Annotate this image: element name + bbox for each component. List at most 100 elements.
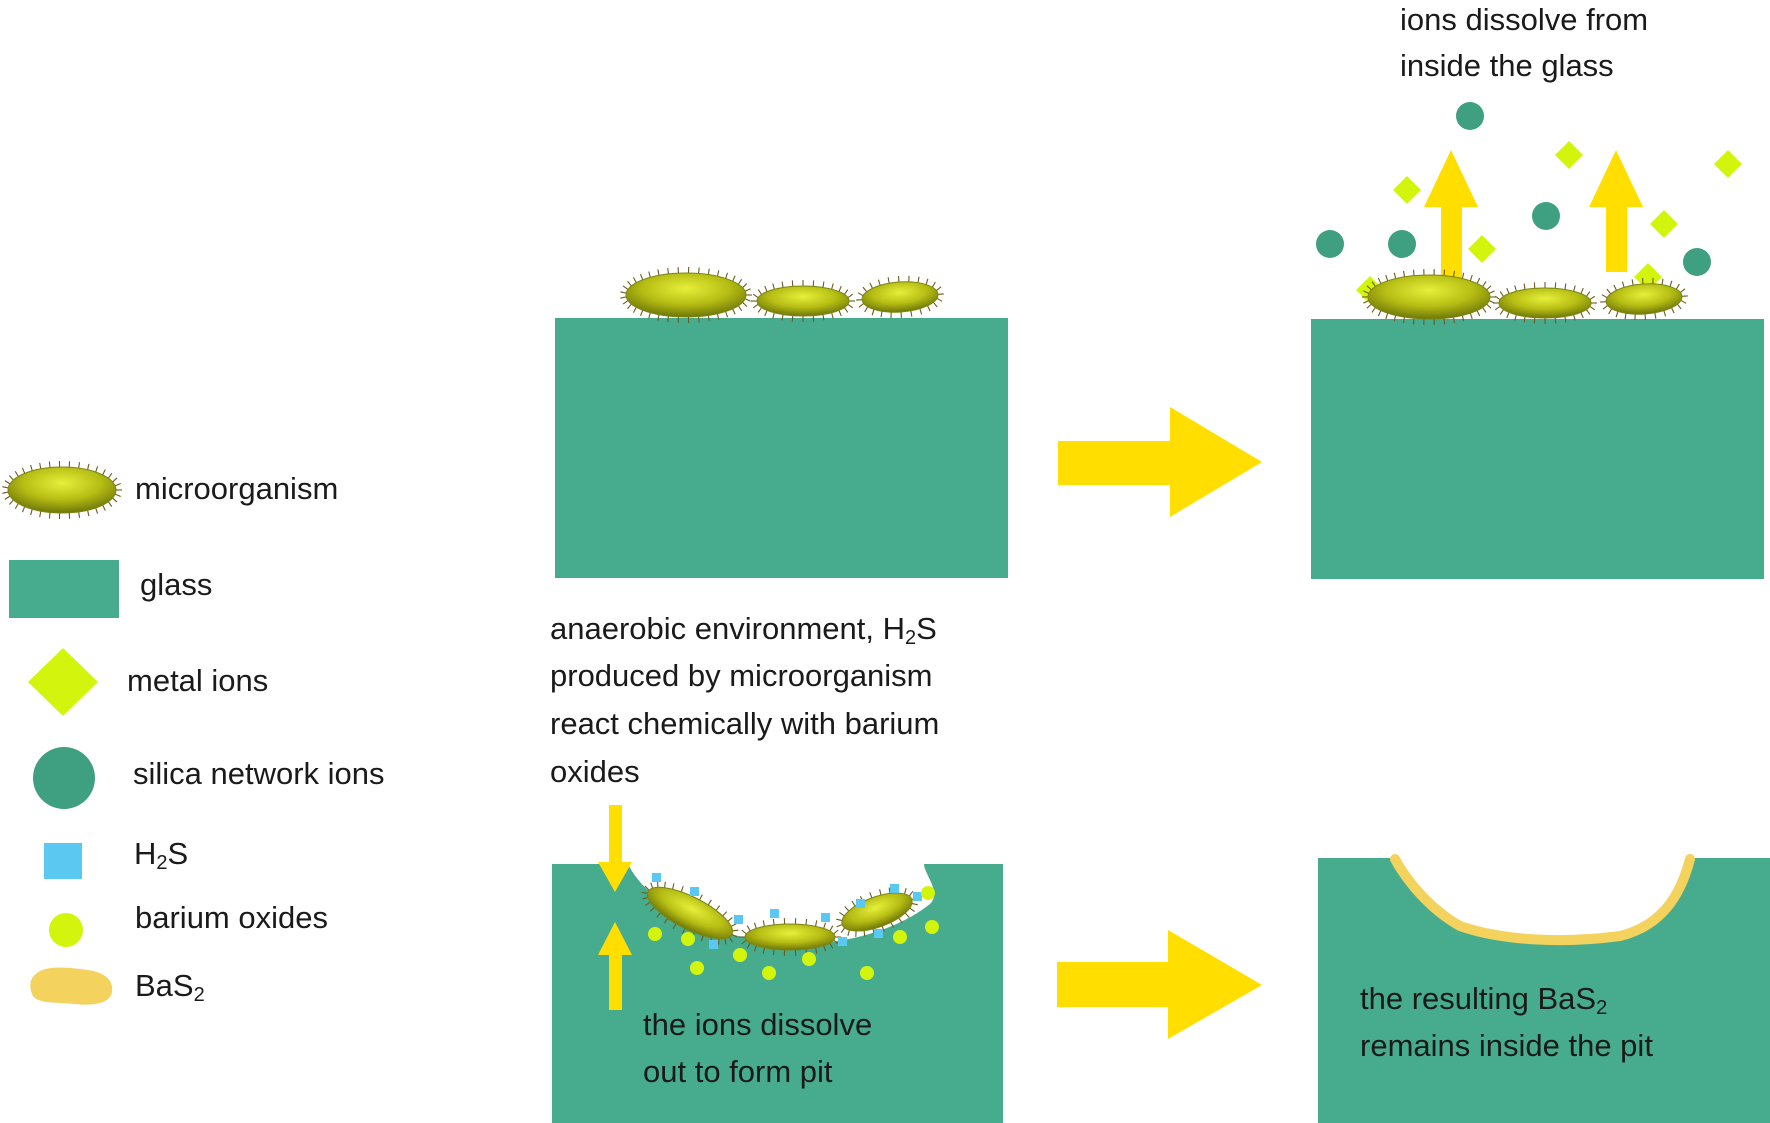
microorganism-3b (739, 918, 841, 956)
microorganism-hair (667, 267, 669, 275)
arrow-right-bottom (1057, 930, 1262, 1039)
barium-oxide (681, 932, 695, 946)
microorganism-hair (1486, 303, 1492, 309)
microorganism-hair (1652, 277, 1654, 284)
microorganism-hair (1523, 316, 1526, 323)
microorganism-hair (102, 469, 106, 476)
h2s-molecule (856, 899, 865, 908)
microorganism-hair (909, 907, 915, 912)
microorganism-hair (741, 929, 747, 935)
microorganism-hair (757, 289, 763, 295)
microorganism-hair (1669, 280, 1673, 287)
microorganism-hair (731, 933, 738, 938)
glass-block-2 (1311, 319, 1764, 579)
microorganism-hair (95, 466, 99, 473)
h2s-molecule (838, 937, 847, 946)
arrow-up-out-of-pit (598, 922, 632, 1010)
microorganism-hair (1602, 305, 1608, 310)
microorganism-hair (908, 275, 910, 282)
microorganism-body (841, 892, 913, 932)
microorganism-hair (764, 310, 768, 317)
microorganism-hair (752, 293, 759, 299)
microorganism-hair (1486, 285, 1492, 291)
microorganism-hair (663, 918, 669, 924)
microorganism-hair (838, 285, 842, 292)
legend-label-bas2: BaS2 (135, 968, 205, 1006)
microorganism-hair (880, 311, 883, 318)
microorganism-hair (707, 315, 710, 322)
microorganism-hair (847, 929, 850, 936)
microorganism-hair (672, 923, 677, 930)
microorganism-hair (642, 896, 649, 900)
microorganism-hair (890, 312, 892, 319)
microorganism-hair (644, 885, 650, 891)
microorganism-hair (757, 307, 763, 313)
microorganism-hair (1469, 274, 1473, 281)
microorganism-hair (1499, 291, 1505, 297)
microorganism-body (646, 886, 734, 940)
microorganism-hair (707, 899, 712, 906)
microorganism-hair (1366, 303, 1372, 309)
microorganism-hair (772, 918, 775, 925)
microorganism-hair (1621, 281, 1625, 288)
microorganism-hair (112, 477, 118, 483)
microorganism-hair (746, 942, 751, 949)
microorganism-body (1498, 287, 1592, 319)
microorganism-hair (1403, 317, 1406, 324)
legend-label-silica-ions: silica network ions (133, 756, 385, 791)
silica-ion (1388, 230, 1416, 258)
microorganism-2c (1600, 277, 1688, 321)
microorganism-hair (632, 307, 637, 313)
microorganism-hair (851, 900, 856, 907)
microorganism-hair (917, 276, 920, 283)
microorganism-hair (87, 463, 90, 470)
microorganism-hair (1506, 312, 1510, 319)
microorganism-1b (751, 280, 855, 322)
microorganism-hair (927, 305, 931, 312)
microorganism-hair (744, 298, 751, 302)
microorganism-hair (855, 930, 857, 937)
panel-pit-formation (552, 805, 1003, 1123)
microorganism-hair (107, 472, 113, 479)
microorganism-hair (640, 310, 644, 317)
legend-label-metal-ions: metal ions (127, 663, 269, 698)
microorganism-hair (919, 308, 923, 315)
microorganism-hair (864, 306, 869, 313)
silica-ion (1532, 202, 1560, 230)
microorganism-hair (1476, 277, 1481, 284)
microorganism-hair (1499, 309, 1505, 315)
microorganism-hair (716, 270, 720, 277)
microorganism-hair (632, 277, 637, 283)
microorganism-hair (1412, 318, 1415, 325)
microorganism-hair (657, 314, 660, 321)
microorganism-hair (664, 881, 666, 888)
caption-ions-dissolve-line2: inside the glass (1400, 48, 1614, 83)
microorganism-2a (1362, 269, 1496, 325)
microorganism-hair (1514, 314, 1517, 321)
microorganism-hair (762, 920, 765, 927)
glass-block-3-with-pit (552, 864, 1003, 1123)
microorganism-hair (1476, 310, 1481, 317)
microorganism-hair (1385, 274, 1389, 281)
microorganism-hair (925, 278, 929, 285)
legend-glass-icon (9, 560, 119, 618)
microorganism-hair (1514, 285, 1517, 292)
microorganism-hair (641, 891, 648, 894)
microorganism-hair (888, 887, 891, 894)
microorganism-hair (1403, 270, 1406, 277)
microorganism-hair (1371, 281, 1376, 287)
microorganism-body (625, 272, 747, 318)
microorganism-hair (911, 902, 918, 906)
legend-bas2-icon (30, 967, 113, 1005)
microorganism-hair (722, 911, 728, 917)
caption-environment-line4: oxides (550, 754, 640, 789)
microorganism-hair (869, 892, 873, 899)
microorganism-hair (649, 906, 655, 912)
microorganism-hair (21, 467, 26, 474)
microorganism-hair (1363, 290, 1370, 294)
microorganism-hair (14, 503, 19, 509)
microorganism-hair (1606, 288, 1612, 295)
caption-ions-dissolve-line1: ions dissolve from (1400, 2, 1649, 37)
microorganism-hair (1671, 307, 1675, 314)
microorganism-hair (781, 314, 784, 321)
